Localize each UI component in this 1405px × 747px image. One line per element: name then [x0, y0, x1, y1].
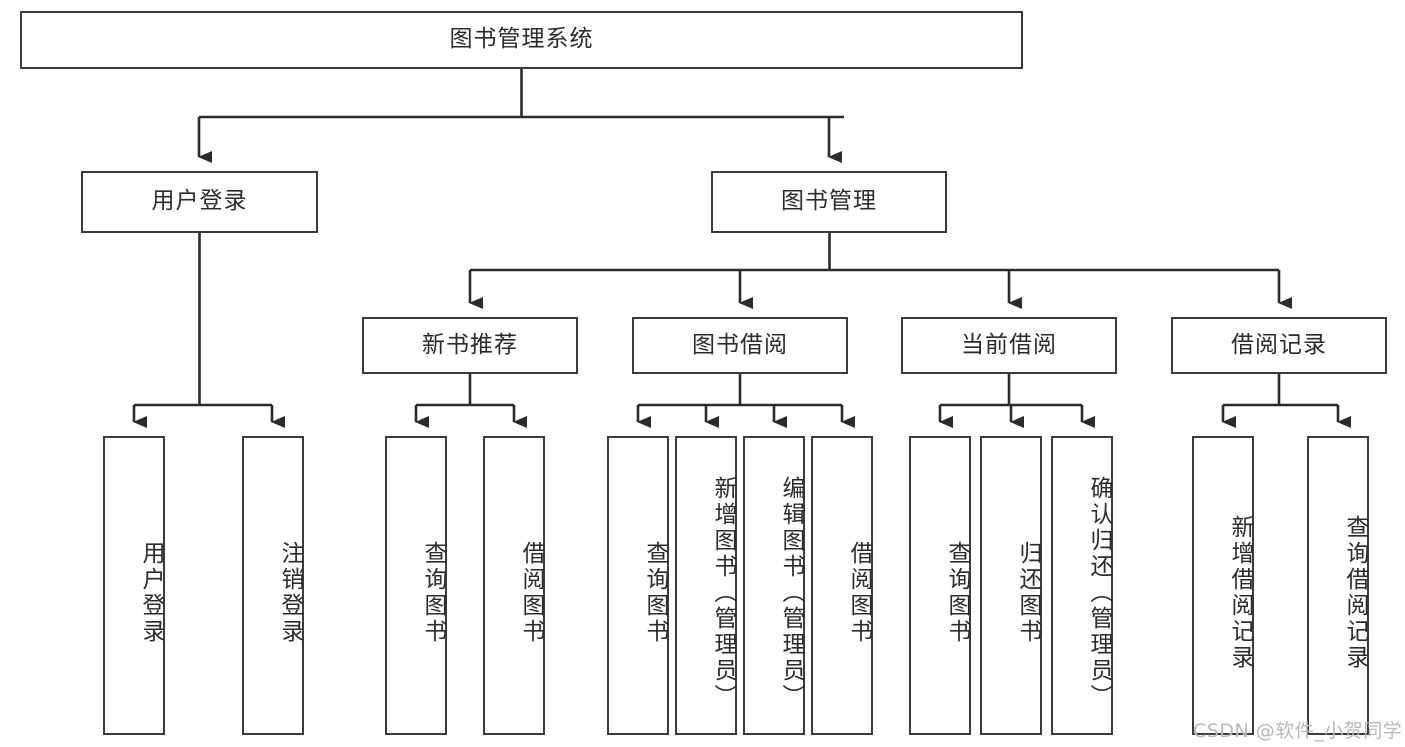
node-leaf-query-borrow-record[interactable]: 查询借阅记录 — [1307, 436, 1369, 735]
node-leaf-add-book-admin[interactable]: 新增图书（管理员） — [675, 436, 737, 735]
node-leaf-borrow-book[interactable]: 借阅图书 — [811, 436, 873, 735]
node-level3-book-borrow[interactable]: 图书借阅 — [632, 317, 848, 374]
node-level3-new-book-recommend[interactable]: 新书推荐 — [362, 317, 578, 374]
node-leaf-edit-book-admin[interactable]: 编辑图书（管理员） — [743, 436, 805, 735]
node-leaf-add-borrow-record-label: 新增借阅记录 — [1227, 514, 1253, 671]
node-leaf-query-book-borrow-label: 查询图书 — [642, 540, 668, 645]
node-level3-new-book-recommend-label: 新书推荐 — [422, 331, 518, 358]
node-leaf-confirm-return-admin[interactable]: 确认归还（管理员） — [1051, 436, 1113, 735]
node-leaf-borrow-book-label: 借阅图书 — [846, 540, 872, 645]
node-leaf-query-book-current[interactable]: 查询图书 — [909, 436, 971, 735]
node-level3-borrow-record[interactable]: 借阅记录 — [1171, 317, 1387, 374]
node-leaf-query-book-borrow[interactable]: 查询图书 — [607, 436, 669, 735]
node-root-label: 图书管理系统 — [449, 26, 594, 53]
node-level2-user-login[interactable]: 用户登录 — [81, 171, 318, 233]
node-leaf-borrow-book-recommend-label: 借阅图书 — [518, 540, 544, 645]
node-level3-book-borrow-label: 图书借阅 — [692, 331, 788, 358]
node-leaf-add-book-admin-label: 新增图书（管理员） — [710, 475, 736, 710]
node-leaf-query-borrow-record-label: 查询借阅记录 — [1342, 514, 1368, 671]
node-leaf-return-book[interactable]: 归还图书 — [980, 436, 1042, 735]
node-leaf-user-login[interactable]: 用户登录 — [103, 436, 165, 735]
node-leaf-query-book-recommend[interactable]: 查询图书 — [385, 436, 447, 735]
node-leaf-logout[interactable]: 注销登录 — [242, 436, 304, 735]
node-leaf-confirm-return-admin-label: 确认归还（管理员） — [1086, 475, 1112, 710]
node-leaf-return-book-label: 归还图书 — [1015, 540, 1041, 645]
node-leaf-user-login-label: 用户登录 — [138, 540, 164, 645]
node-level3-borrow-record-label: 借阅记录 — [1231, 331, 1327, 358]
watermark: CSDN @软件_小贺同学 — [1193, 720, 1403, 742]
node-level2-book-management-label: 图书管理 — [781, 188, 877, 215]
node-root[interactable]: 图书管理系统 — [20, 11, 1023, 69]
node-level3-current-borrow[interactable]: 当前借阅 — [901, 317, 1117, 374]
node-leaf-borrow-book-recommend[interactable]: 借阅图书 — [483, 436, 545, 735]
node-leaf-add-borrow-record[interactable]: 新增借阅记录 — [1192, 436, 1254, 735]
node-level3-current-borrow-label: 当前借阅 — [961, 331, 1057, 358]
node-leaf-edit-book-admin-label: 编辑图书（管理员） — [778, 475, 804, 710]
node-level2-user-login-label: 用户登录 — [151, 188, 248, 215]
node-level2-book-management[interactable]: 图书管理 — [711, 171, 947, 233]
node-leaf-query-book-recommend-label: 查询图书 — [420, 540, 446, 645]
node-leaf-logout-label: 注销登录 — [277, 540, 303, 645]
node-leaf-query-book-current-label: 查询图书 — [944, 540, 970, 645]
